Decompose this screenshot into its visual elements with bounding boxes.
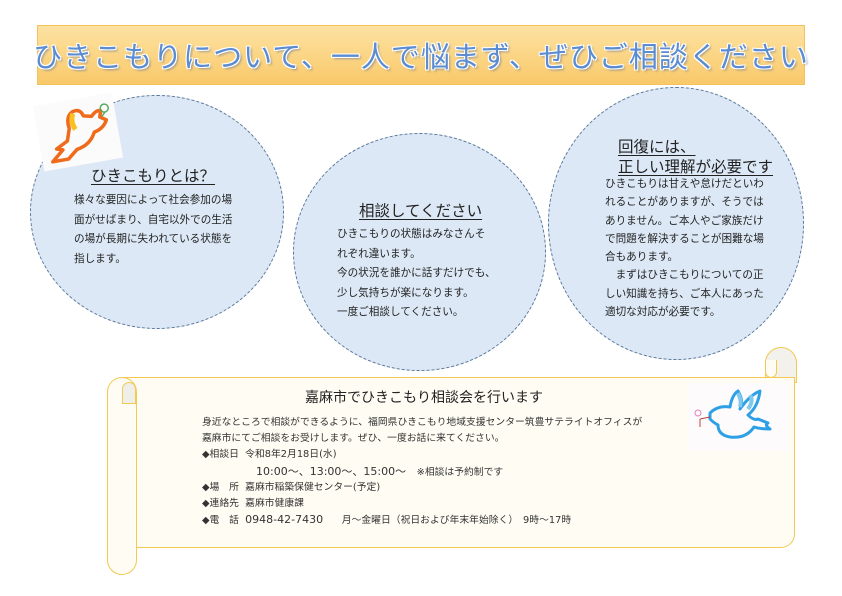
circle-3-line: しい知識を持ち、ご本人にあった	[605, 287, 764, 300]
phone-hours: 月～金曜日（祝日および年末年始除く） 9時～17時	[341, 515, 572, 527]
circle-2-line: ひきこもりの状態はみなさんそ	[337, 228, 486, 240]
date-row: ◆相談日 令和8年2月18日(水)	[202, 447, 642, 463]
scroll-right-curl-inner	[765, 360, 777, 378]
circle-1-line: の場が長期に失われている状態を	[74, 233, 233, 245]
circle-2-line: れぞれ違います。	[337, 247, 421, 260]
circle-1-line: 指します。	[74, 252, 126, 265]
circle-3-line: ひきこもりは甘えや怠けだといわ	[605, 178, 764, 190]
times-row: 10:00～、13:00～、15:00～ ※相談は予約制です	[202, 464, 642, 480]
scroll-left-roll	[107, 377, 137, 575]
place-row: ◆場 所 嘉麻市稲築保健センター(予定)	[202, 480, 642, 496]
circle-1-line: 様々な要因によって社会参加の場	[74, 194, 233, 206]
place-value: 嘉麻市稲築保健センター(予定)	[245, 481, 381, 493]
circle-2-title: 相談してください	[359, 202, 483, 220]
circle-1-line: 面がせばまり、自宅以外での生活	[74, 213, 233, 226]
circle-2-line: 一度ご相談してください。	[337, 306, 464, 318]
info-circle-correct-understanding	[548, 87, 804, 360]
circle-2-body: ひきこもりの状態はみなさんそ れぞれ違います。 今の状況を誰かに話すだけでも、 …	[337, 225, 496, 323]
circle-1-title: ひきこもりとは？	[91, 167, 216, 185]
event-details: 身近なところで相談ができるように、福岡県ひきこもり地域支援センター筑豊サテライト…	[202, 415, 642, 528]
circle-3-line: 合もあります。	[605, 251, 679, 264]
event-scroll	[124, 377, 795, 548]
intro-line: 嘉麻市にてご相談をお受けします。ぜひ、一度お話に来てください。	[202, 433, 505, 445]
phone-value: 0948-42-7430	[245, 513, 324, 527]
circle-1-body: 様々な要因によって社会参加の場 面がせばまり、自宅以外での生活 の場が長期に失わ…	[74, 191, 232, 269]
dove-blue-icon	[688, 383, 788, 451]
circle-2-line: 今の状況を誰かに話すだけでも、	[337, 267, 496, 279]
scroll-left-curl-inner	[122, 382, 136, 404]
place-label: ◆場 所	[202, 481, 239, 493]
circle-3-line: ありません。ご本人やご家族だけ	[605, 214, 764, 227]
times-value: 10:00～、13:00～、15:00～	[256, 464, 407, 478]
circle-3-body: ひきこもりは甘えや怠けだといわ れることがありますが、そうでは ありません。ご本…	[605, 175, 764, 321]
date-value: 令和8年2月18日(水)	[245, 449, 337, 461]
info-circle-please-consult	[293, 133, 546, 371]
contact-row: ◆連絡先 嘉麻市健康課	[202, 496, 642, 512]
dove-orange-icon	[32, 92, 124, 172]
phone-row: ◆電 話 0948-42-7430 月～金曜日（祝日および年末年始除く） 9時～…	[202, 512, 642, 528]
circle-3-line: れることがありますが、そうでは	[605, 196, 764, 209]
reservation-note: ※相談は予約制です	[416, 466, 504, 478]
event-title: 嘉麻市でひきこもり相談会を行います	[305, 390, 543, 406]
circle-3-line: まずはひきこもりについての正	[605, 269, 764, 282]
header-banner: ひきこもりについて、一人で悩まず、ぜひご相談ください	[33, 25, 808, 85]
page-title: ひきこもりについて、一人で悩まず、ぜひご相談ください	[33, 40, 809, 74]
circle-2-line: 少し気持ちが楽になります。	[337, 286, 474, 299]
circle-3-title-line1: 回復には、	[618, 138, 696, 156]
date-label: ◆相談日	[202, 449, 239, 461]
intro-line: 身近なところで相談ができるように、福岡県ひきこもり地域支援センター筑豊サテライト…	[202, 417, 643, 428]
circle-3-title-line2: 正しい理解が必要です	[618, 158, 774, 176]
phone-label: ◆電 話	[202, 515, 239, 527]
circle-3-line: 適切な対応が必要です。	[605, 306, 721, 319]
contact-label: ◆連絡先	[202, 497, 239, 509]
circle-3-line: で問題を解決することが困難な場	[605, 232, 764, 245]
contact-value: 嘉麻市健康課	[245, 497, 304, 509]
